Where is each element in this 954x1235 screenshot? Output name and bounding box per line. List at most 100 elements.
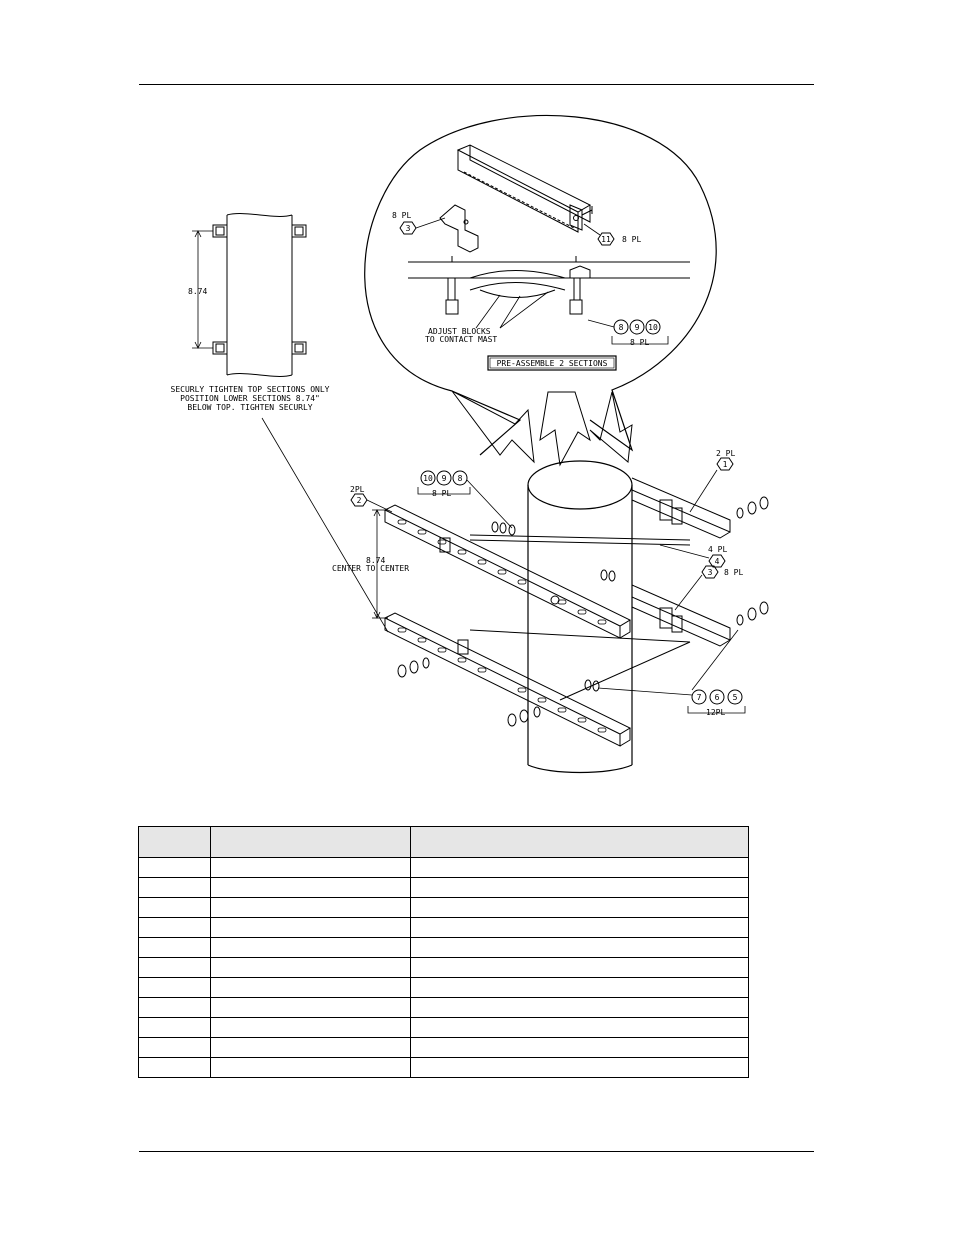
detail-adjust-note-1: ADJUST BLOCKS [428, 327, 491, 336]
table-cell [210, 997, 411, 1018]
nut-set-2: 5 [733, 693, 738, 702]
detail-bolt-set-1: 9 [635, 323, 640, 332]
spacing-dimension [372, 509, 388, 619]
table-cell [210, 857, 411, 878]
table-cell [410, 877, 749, 898]
table-row [138, 957, 749, 978]
table-cell [210, 977, 411, 998]
table-cell [138, 897, 211, 918]
table-cell [410, 1037, 749, 1058]
lower-rail-slots [397, 627, 607, 733]
detail-nut-qty: 8 PL [622, 235, 641, 244]
detail-bolt-set-2: 10 [648, 323, 658, 332]
right-lower-rail [631, 584, 731, 647]
bolt-set-qty: 8 PL [432, 489, 451, 498]
detail-callout-nut: 11 8 PL [583, 223, 641, 246]
side-view-dimension: 8.74 [188, 287, 207, 296]
callout-rail-left: 2PL 2 [350, 485, 393, 513]
detail-adjust-note: ADJUST BLOCKS TO CONTACT MAST [425, 291, 549, 344]
table-cell [410, 857, 749, 878]
detail-adjust-note-2: TO CONTACT MAST [425, 335, 497, 344]
rail-left-qty: 2PL [350, 485, 365, 494]
detail-bracket-qty: 8 PL [392, 211, 411, 220]
table-cell [138, 917, 211, 938]
left-down-arrow [451, 390, 535, 464]
spacing-dim: 8.74 [366, 556, 385, 565]
nut-set-1: 6 [715, 693, 720, 702]
rod-qty: 4 PL [708, 545, 727, 554]
spacing-note: CENTER TO CENTER [332, 564, 409, 573]
table-cell [210, 1037, 411, 1058]
rail-left-num: 2 [357, 496, 362, 505]
table-row [138, 1037, 749, 1058]
table-cell [138, 857, 211, 878]
left-upper-rail [383, 504, 632, 639]
detail-bracket-num: 3 [406, 224, 411, 233]
table-cell [138, 997, 211, 1018]
table-cell [210, 917, 411, 938]
table-cell [410, 957, 749, 978]
table-cell [138, 977, 211, 998]
side-view-mast [192, 213, 307, 377]
bracket-qty: 8 PL [724, 568, 743, 577]
preassemble-label: PRE-ASSEMBLE 2 SECTIONS [497, 359, 608, 368]
callout-rail-right: 2 PL 1 [689, 449, 735, 513]
rail-right-num: 1 [723, 460, 728, 469]
parts-table [138, 826, 749, 1078]
table-cell [410, 977, 749, 998]
header-cell [410, 826, 749, 858]
table-row [138, 1057, 749, 1078]
left-lower-rail [383, 612, 632, 747]
detail-callout-bolt-set: 8 9 10 8 PL [587, 319, 669, 347]
table-row [138, 1017, 749, 1038]
right-upper-rail [631, 477, 731, 539]
parts-table-body [138, 857, 749, 1078]
table-cell [210, 877, 411, 898]
table-cell [138, 937, 211, 958]
footer-rule [139, 1151, 814, 1152]
detail-bolt-qty: 8 PL [630, 338, 649, 347]
side-view-note-3: BELOW TOP. TIGHTEN SECURLY [187, 403, 312, 412]
bolt-set-0: 10 [423, 474, 433, 483]
table-cell [210, 1057, 411, 1078]
table-row [138, 897, 749, 918]
rail-right-qty: 2 PL [716, 449, 735, 458]
mounting-assembly-diagram: 8 PL 3 11 8 PL 8 9 10 8 PL ADJUST BLOCKS… [171, 114, 769, 774]
nut-set-0: 7 [697, 693, 702, 702]
center-down-arrow [539, 391, 591, 467]
table-cell [410, 917, 749, 938]
right-down-arrow [589, 391, 633, 463]
table-row [138, 937, 749, 958]
detail-callout-bracket: 8 PL 3 [392, 211, 446, 235]
table-cell [410, 1017, 749, 1038]
nut-set-qty: 12PL [706, 708, 725, 717]
table-row [138, 997, 749, 1018]
table-cell [138, 877, 211, 898]
header-rule [139, 84, 814, 85]
bolt-set-2: 8 [458, 474, 463, 483]
table-cell [410, 897, 749, 918]
table-row [138, 857, 749, 878]
callout-bracket: 3 8 PL [674, 565, 743, 611]
detail-bolt-set-0: 8 [619, 323, 624, 332]
detail-nut-num: 11 [601, 235, 611, 244]
table-cell [210, 897, 411, 918]
table-cell [138, 957, 211, 978]
detail-mast-band [408, 256, 690, 315]
detail-bubble [364, 114, 717, 467]
table-cell [410, 1057, 749, 1078]
table-cell [210, 937, 411, 958]
table-row [138, 917, 749, 938]
side-view-note-2: POSITION LOWER SECTIONS 8.74" [180, 394, 320, 403]
table-cell [410, 997, 749, 1018]
rod-num: 4 [715, 557, 720, 566]
bolt-set-1: 9 [442, 474, 447, 483]
table-cell [210, 957, 411, 978]
detail-rail [456, 144, 593, 233]
parts-table-header [138, 826, 749, 858]
bracket-num: 3 [708, 568, 713, 577]
table-row [138, 877, 749, 898]
table-row [138, 977, 749, 998]
callout-bolt-set: 10 9 8 8 PL [417, 470, 513, 529]
threaded-rods [469, 534, 691, 701]
